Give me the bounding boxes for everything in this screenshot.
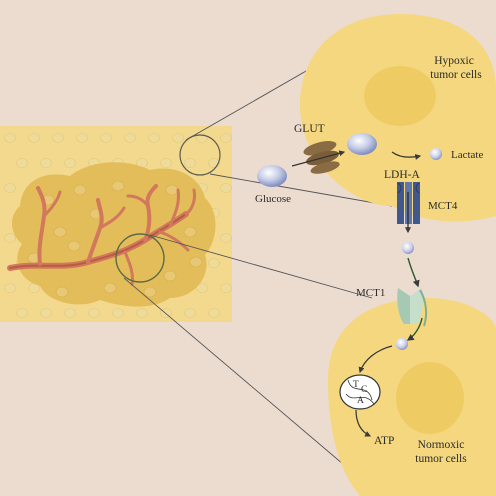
- hypoxic-cell-dot: [55, 286, 69, 298]
- tca-to-atp-arrow: [355, 409, 372, 437]
- tissue-cell-dot: [88, 308, 100, 318]
- glucose-molecule-outside: [257, 165, 287, 187]
- tissue-cell-dot: [160, 308, 172, 318]
- normoxic-nucleus: [396, 362, 464, 434]
- tissue-cell-dot: [4, 133, 16, 143]
- hypoxic-cell-dot: [53, 226, 67, 238]
- hypoxic-cell-dot: [189, 256, 203, 268]
- tissue-cell-dot: [220, 183, 232, 193]
- normoxic-label-line2: tumor cells: [415, 453, 467, 465]
- tissue-cell-dot: [220, 133, 232, 143]
- tca-label-t: T: [353, 380, 359, 390]
- tissue-cell-dot: [16, 308, 28, 318]
- tissue-cell-dot: [148, 133, 160, 143]
- mct4-label: MCT4: [428, 200, 458, 212]
- hypoxic-cells: [27, 180, 203, 298]
- tissue-cell-dot: [64, 308, 76, 318]
- glucose-molecule-inside: [347, 133, 377, 155]
- tissue-cell-dot: [196, 283, 208, 293]
- tissue-cell-dot: [172, 133, 184, 143]
- hypoxic-cell-dot: [111, 180, 125, 192]
- mitochondrion-tca: [339, 374, 381, 410]
- ldh-a-label: LDH-A: [384, 169, 420, 181]
- normoxic-cell: [328, 297, 496, 496]
- tissue-cell-dot: [52, 133, 64, 143]
- hypoxic-nucleus: [364, 66, 436, 126]
- hypoxic-label-line1: Hypoxic: [434, 55, 474, 67]
- tca-label-c: C: [361, 385, 367, 395]
- tissue-cell-dot: [4, 183, 16, 193]
- mct1-import-arrow: [406, 317, 423, 341]
- hypoxic-label-line2: tumor cells: [430, 69, 482, 81]
- hypoxic-cell-dot: [103, 282, 117, 294]
- hypoxic-region: [12, 162, 216, 307]
- lactate-molecule-hypoxic: [430, 148, 442, 160]
- tissue-cell-dot: [220, 283, 232, 293]
- tissue-cell-dot: [40, 158, 52, 168]
- glut-label: GLUT: [294, 123, 325, 135]
- zoom-circle-normoxic: [115, 233, 165, 283]
- tissue-cell-dot: [112, 308, 124, 318]
- tissue-cell-dot: [64, 158, 76, 168]
- tissue-cell-dot: [136, 308, 148, 318]
- lactate-to-mct1-arrow: [407, 257, 420, 288]
- tca-label-a: A: [357, 396, 364, 406]
- tissue-cell-dot: [184, 308, 196, 318]
- tissue-cell-dot: [28, 133, 40, 143]
- tumor-tissue-panel: [0, 126, 232, 322]
- hypoxic-cell-dot: [73, 184, 87, 196]
- hypoxic-cell-dot: [165, 184, 179, 196]
- tissue-cell-dot: [220, 233, 232, 243]
- hypoxic-cell-dot: [143, 286, 157, 298]
- tissue-cell-dot: [124, 133, 136, 143]
- tissue-cell-dot: [40, 308, 52, 318]
- zoom-circle-hypoxic: [179, 134, 221, 176]
- normoxic-label-line1: Normoxic: [418, 439, 465, 451]
- hypoxic-cell-dot: [163, 270, 177, 282]
- glucose-transport-arrow: [291, 150, 346, 167]
- blood-vessels: [7, 184, 196, 286]
- lactate-label: Lactate: [451, 149, 483, 161]
- lactate-molecule-extracellular: [402, 242, 414, 254]
- hypoxic-cell-dot: [183, 226, 197, 238]
- hypoxic-cell: [300, 14, 496, 222]
- mct1-transporter: [397, 288, 428, 327]
- tissue-cell-dot: [208, 308, 220, 318]
- glucose-label: Glucose: [255, 193, 291, 205]
- ldh-a-arrow: [391, 151, 422, 160]
- mct1-label: MCT1: [356, 287, 385, 299]
- hypoxic-cell-dot: [67, 240, 81, 252]
- tissue-cell-dot: [100, 133, 112, 143]
- tissue-cell-dot: [160, 158, 172, 168]
- tissue-cell-dot: [184, 158, 196, 168]
- tissue-cell-dot: [16, 158, 28, 168]
- lactate-to-tca-arrow: [358, 345, 393, 374]
- tissue-cell-dot: [4, 283, 16, 293]
- atp-label: ATP: [374, 435, 394, 447]
- lactate-molecule-normoxic: [396, 338, 408, 350]
- tissue-cell-dot: [208, 258, 220, 268]
- tissue-cell-dot: [76, 133, 88, 143]
- tissue-cell-dot: [4, 233, 16, 243]
